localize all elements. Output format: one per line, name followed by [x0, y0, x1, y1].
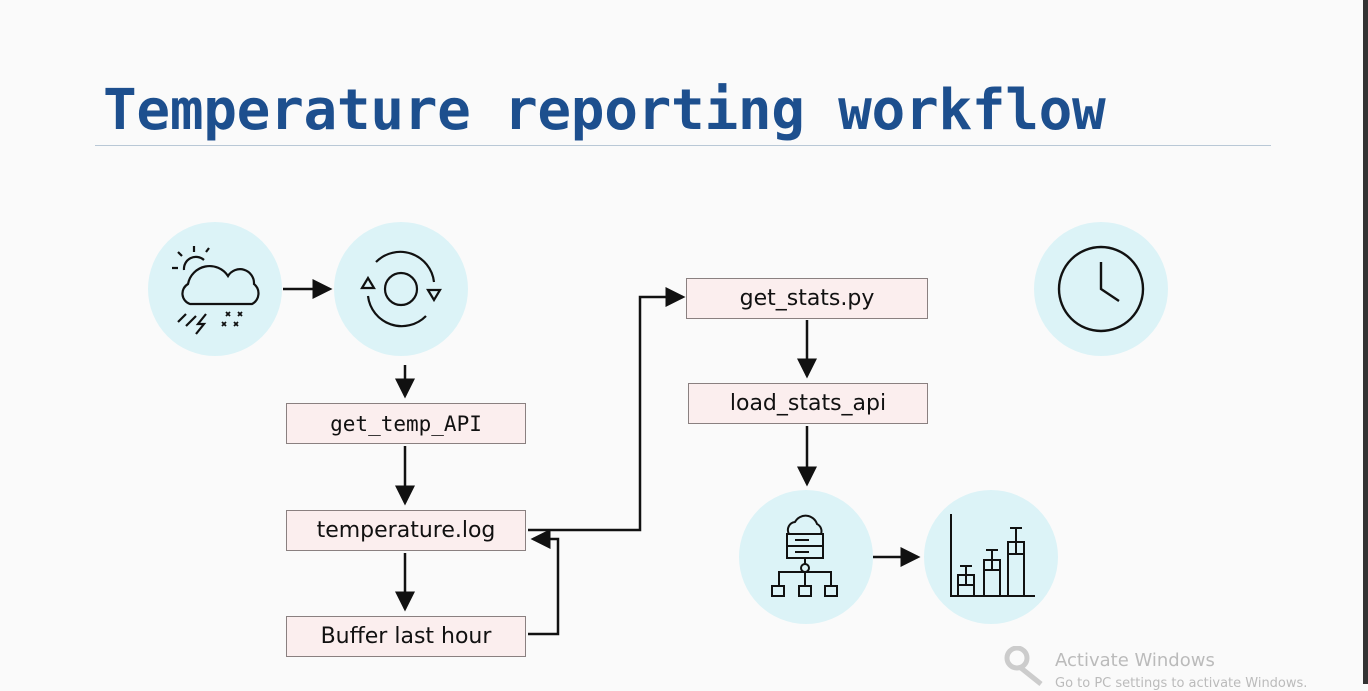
- sync-icon: [334, 222, 468, 356]
- temperature-log-box: temperature.log: [286, 510, 526, 551]
- get-stats-box: get_stats.py: [686, 278, 928, 319]
- cloud-database-icon: [739, 490, 873, 624]
- title-divider: [95, 145, 1271, 146]
- clock-icon: [1034, 222, 1168, 356]
- get-temp-api-box: get_temp_API: [286, 403, 526, 444]
- load-stats-api-box: load_stats_api: [688, 383, 928, 424]
- weather-icon: [148, 222, 282, 356]
- buffer-last-hour-box: Buffer last hour: [286, 616, 526, 657]
- slide-title: Temperature reporting workflow: [103, 78, 1106, 143]
- bar-chart-icon: [924, 490, 1058, 624]
- window-edge: [1363, 0, 1368, 684]
